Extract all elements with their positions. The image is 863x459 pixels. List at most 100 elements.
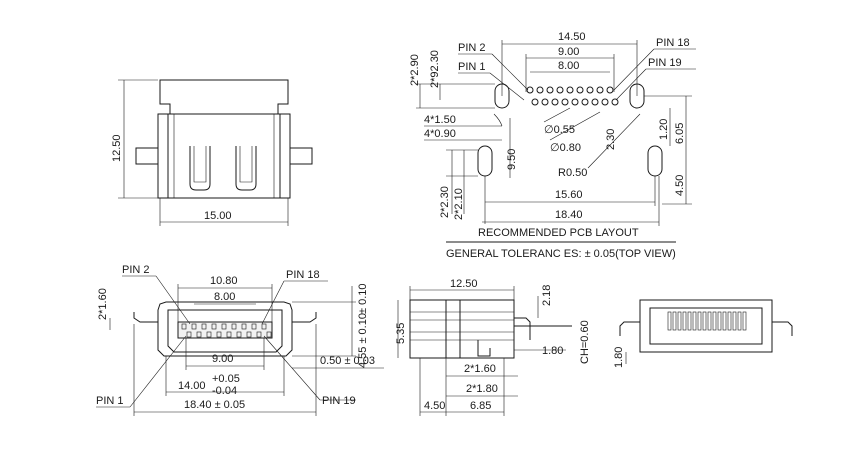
pcb-layout-view: 14.50 9.00 8.00 PIN 2 PIN 1 PIN 18 PIN 1… (409, 31, 696, 260)
dim-2x1-80-side: 2*1.80 (466, 383, 498, 395)
pcb-pad (536, 86, 544, 94)
rear-contact (742, 311, 747, 331)
dim-15-00: 15.00 (204, 210, 232, 222)
pcb-pad (556, 86, 564, 94)
front-contact (266, 331, 272, 338)
dim-0-50: 0.50 ± 0.03 (320, 355, 375, 367)
front-contacts (181, 323, 272, 338)
front-contact (236, 331, 242, 338)
dim-6-85-side: 6.85 (470, 400, 491, 412)
pcb-pad (586, 86, 594, 94)
dim-5-35: 5.35 (395, 323, 407, 344)
pcb-pad (571, 98, 579, 106)
front-pin2-label: PIN 2 (122, 264, 150, 276)
front-contact (181, 323, 187, 330)
dim-2x2-10: 2*2.10 (453, 188, 465, 220)
dim-2x92-30: 2*92.30 (429, 50, 441, 88)
rear-contact (727, 311, 732, 331)
dim-2x2-30: 2*2.30 (439, 186, 451, 218)
dim-18-40: 18.40 (555, 209, 583, 221)
dim-9-00-front: 9.00 (212, 353, 233, 365)
dim-1-20: 1.20 (658, 119, 670, 140)
front-contact (206, 331, 212, 338)
pcb-pad (606, 86, 614, 94)
pcb-pad (581, 98, 589, 106)
front-contact (186, 331, 192, 338)
dim-12-50-side: 12.50 (450, 278, 478, 290)
front-pin18-label: PIN 18 (286, 269, 320, 281)
dim-r0-50: R0.50 (558, 167, 587, 179)
pad-row-bottom (531, 98, 619, 106)
pcb-pad (541, 98, 549, 106)
dim-4x0-90: 4*0.90 (424, 128, 456, 140)
rear-contact (732, 311, 737, 331)
dim-1-80-side: 1.80 (542, 345, 563, 357)
pcb-pin18-label: PIN 18 (656, 37, 690, 49)
pcb-pin1-label: PIN 1 (458, 61, 486, 73)
dim-6-05: 6.05 (674, 123, 686, 144)
dim-ch-0-60: CH=0.60 (579, 320, 591, 364)
dim-14-00: 14.00 (178, 380, 206, 392)
dim-phi-0-80: ∅0.80 (550, 142, 581, 154)
dim-2x2-90: 2*2.90 (409, 54, 421, 86)
dim-9-50: 9.50 (506, 149, 518, 170)
pcb-pad (566, 86, 574, 94)
top-left-view: 12.50 15.00 (111, 79, 313, 226)
rear-contact (682, 311, 687, 331)
dim-14-50: 14.50 (558, 31, 586, 43)
tolerance-caption: GENERAL TOLERANC ES: ± 0.05(TOP VIEW) (446, 248, 676, 260)
side-view: 12.50 2.18 5.35 1.80 CH=0.60 2*1.60 2*1.… (395, 278, 591, 416)
dim-15-60: 15.60 (555, 189, 583, 201)
pcb-pad (596, 86, 604, 94)
dim-12-50: 12.50 (111, 134, 123, 162)
dim-10-80: 10.80 (210, 275, 238, 287)
rear-contact (707, 311, 712, 331)
pcb-pad (551, 98, 559, 106)
front-pin19-label: PIN 19 (322, 395, 356, 407)
pcb-pad (526, 86, 534, 94)
pcb-pad (591, 98, 599, 106)
rear-contact (672, 311, 677, 331)
dim-2-30-mid: 2.30 (605, 129, 617, 150)
dim-4-50: 4.50 (674, 175, 686, 196)
front-contact (256, 331, 262, 338)
pcb-pad (531, 98, 539, 106)
dim-4x1-50: 4*1.50 (424, 114, 456, 126)
front-contact (261, 323, 267, 330)
rear-contact (737, 311, 742, 331)
pcb-caption: RECOMMENDED PCB LAYOUT (478, 227, 639, 239)
rear-contact (667, 311, 672, 331)
rear-contact (692, 311, 697, 331)
rear-contact (722, 311, 727, 331)
rear-contact (712, 311, 717, 331)
front-contact (231, 323, 237, 330)
front-view: 10.80 8.00 9.00 14.00 +0.05 -0.04 18.40 … (96, 264, 384, 416)
pcb-pad (611, 98, 619, 106)
dim-1-80-rear: 1.80 (613, 347, 625, 368)
front-contact (211, 323, 217, 330)
dim-8-00: 8.00 (558, 60, 579, 72)
front-contact (191, 323, 197, 330)
front-pin1-label: PIN 1 (96, 395, 124, 407)
pad-row-top (526, 86, 614, 94)
rear-contact (697, 311, 702, 331)
dim-2x1-60: 2*1.60 (97, 288, 109, 320)
dim-2x1-60-side: 2*1.60 (464, 363, 496, 375)
dim-2-18: 2.18 (541, 285, 553, 306)
pcb-pin2-label: PIN 2 (458, 42, 486, 54)
dim-14-tol-plus: +0.05 (212, 373, 240, 385)
dim-4-50-side: 4.50 (424, 400, 445, 412)
dim-14-tol-minus: -0.04 (212, 385, 237, 397)
front-contact (201, 323, 207, 330)
dim-8-00-front: 8.00 (214, 291, 235, 303)
pcb-pad (546, 86, 554, 94)
dim-phi-0-55: ∅0.55 (544, 124, 575, 136)
dim-18-40-front: 18.40 ± 0.05 (184, 399, 245, 411)
front-contact (226, 331, 232, 338)
front-contact (221, 323, 227, 330)
front-contact (216, 331, 222, 338)
pcb-pad (561, 98, 569, 106)
rear-contacts (667, 311, 747, 331)
rear-contact (687, 311, 692, 331)
